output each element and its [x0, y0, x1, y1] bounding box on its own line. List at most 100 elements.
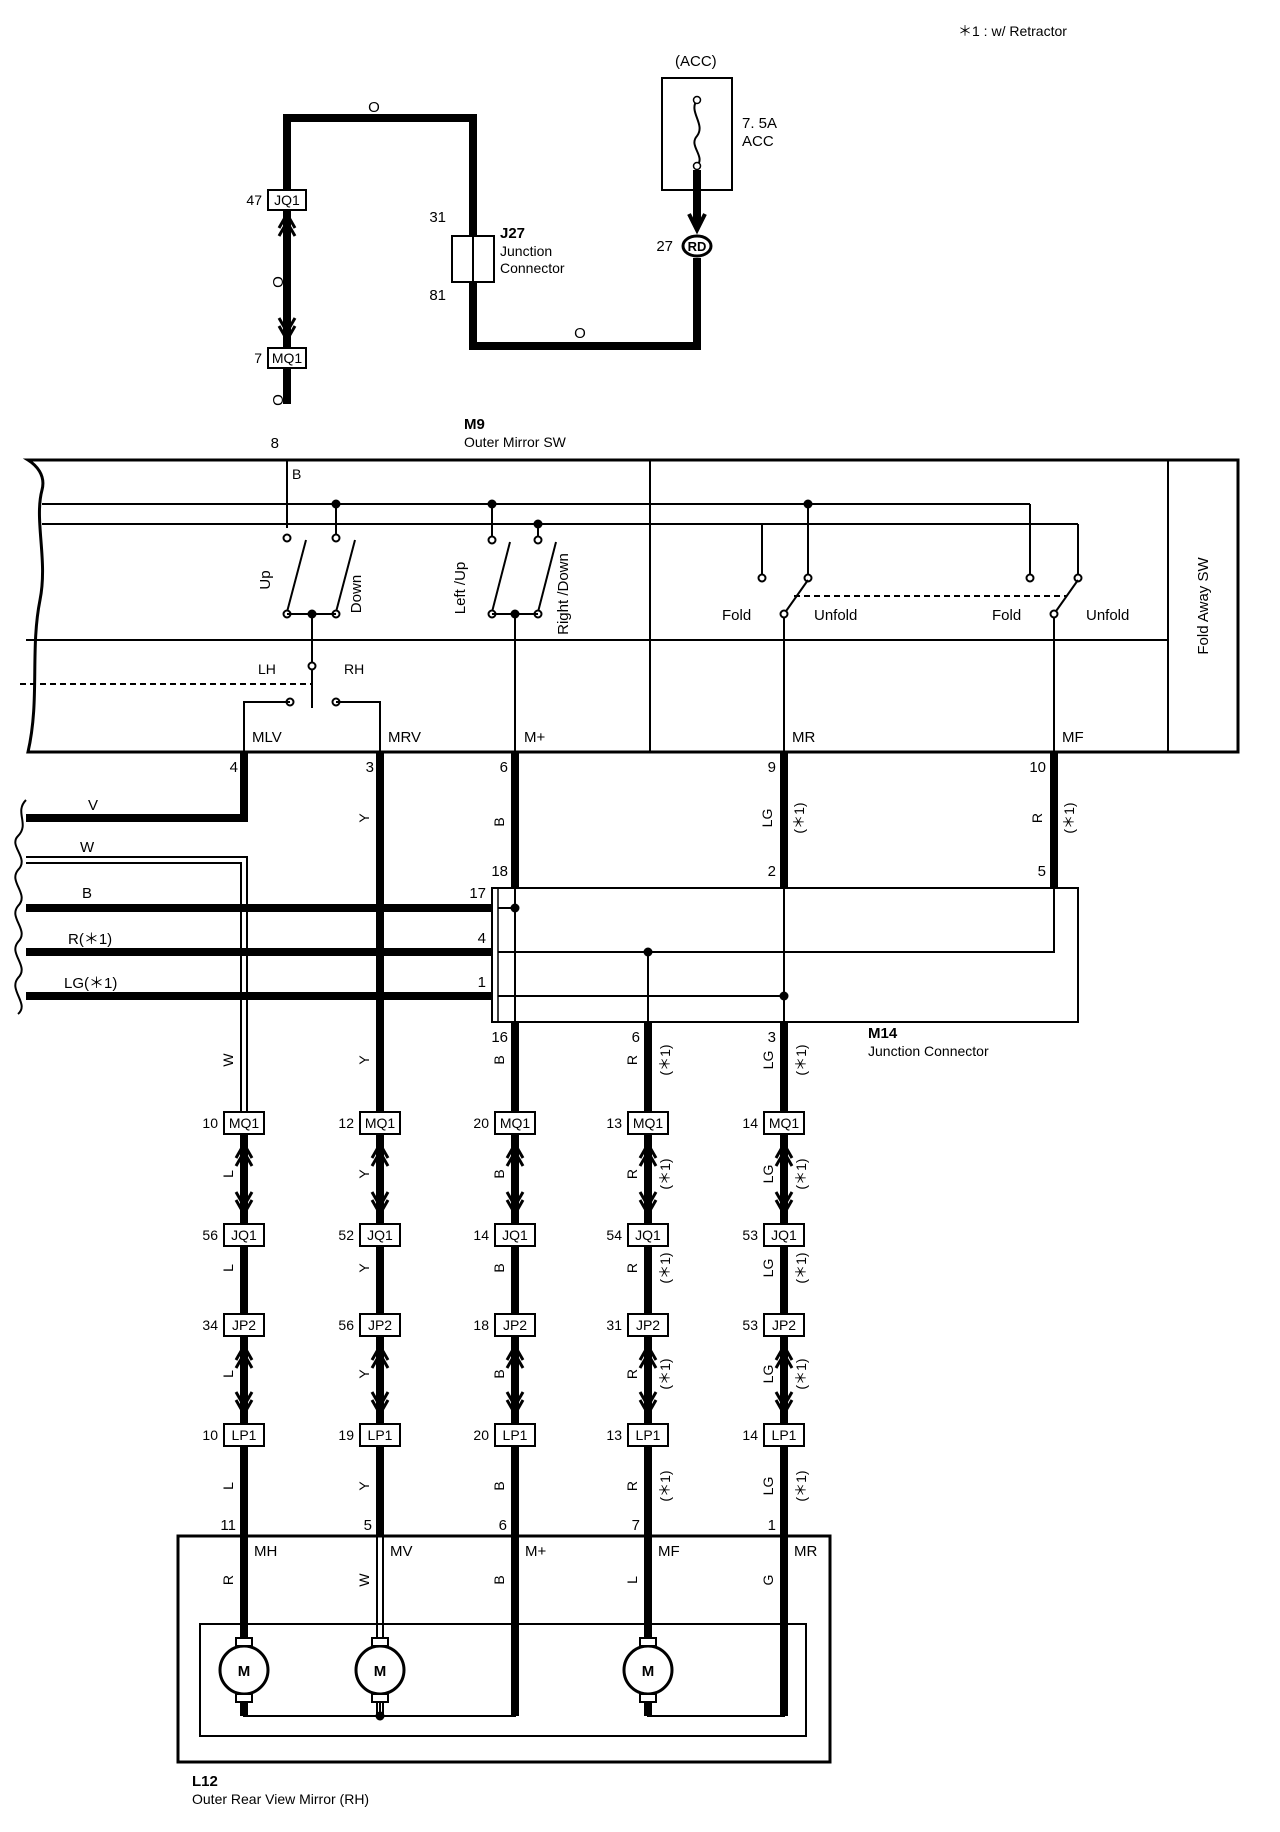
- svg-text:LG: LG: [759, 809, 775, 828]
- svg-text:(＊1): (＊1): [791, 802, 807, 833]
- svg-text:20: 20: [473, 1115, 489, 1131]
- connector-jq1-4: JQ1 53: [742, 1223, 805, 1247]
- l12-term-1: MV: [390, 1543, 413, 1560]
- connector-mq1-top: MQ1 7: [254, 347, 307, 369]
- svg-text:10: 10: [202, 1427, 218, 1443]
- svg-text:5: 5: [1038, 863, 1046, 880]
- svg-text:6: 6: [632, 1029, 640, 1046]
- mirror-motor-0: M: [218, 1637, 270, 1710]
- svg-text:R: R: [624, 1263, 640, 1273]
- svg-text:W: W: [220, 1053, 236, 1067]
- l12-name: Outer Rear View Mirror (RH): [192, 1791, 369, 1807]
- svg-text:JQ1: JQ1: [274, 192, 300, 208]
- svg-text:52: 52: [338, 1227, 354, 1243]
- rh-label: RH: [344, 661, 364, 677]
- svg-text:JQ1: JQ1: [635, 1227, 661, 1243]
- svg-text:L: L: [624, 1576, 640, 1584]
- svg-text:14: 14: [473, 1227, 489, 1243]
- harness-column-4: MQ114JQ153JP253LP114LG(＊1)LG(＊1)LG(＊1)LG…: [742, 1022, 817, 1716]
- motor-m-icon: M: [642, 1663, 655, 1680]
- l12-mirror-body: [176, 1534, 832, 1764]
- fuse-rating: 7. 5A: [742, 115, 777, 132]
- svg-text:JP2: JP2: [232, 1317, 256, 1333]
- svg-text:LP1: LP1: [636, 1427, 661, 1443]
- svg-text:JP2: JP2: [772, 1317, 796, 1333]
- m9-switch-body: [22, 458, 1240, 754]
- wire-v: [26, 752, 248, 822]
- svg-text:B: B: [491, 1055, 507, 1064]
- m9-term-mrv: MRV: [388, 729, 421, 746]
- fuse-name: ACC: [742, 133, 774, 150]
- svg-text:Connector: Connector: [500, 260, 565, 276]
- svg-text:(＊1): (＊1): [657, 1358, 673, 1389]
- svg-text:53: 53: [742, 1227, 758, 1243]
- svg-text:LG: LG: [760, 1051, 776, 1070]
- svg-text:(＊1): (＊1): [793, 1358, 809, 1389]
- svg-text:G: G: [760, 1575, 776, 1586]
- svg-text:6: 6: [500, 759, 508, 776]
- svg-text:MQ1: MQ1: [365, 1115, 396, 1131]
- harness-break-marker: [14, 799, 27, 1015]
- svg-text:B: B: [491, 1369, 507, 1378]
- svg-text:JQ1: JQ1: [771, 1227, 797, 1243]
- svg-text:4: 4: [478, 930, 486, 947]
- harness-columns: MQ110JQ156JP234LP110WLLLL11MHRMQ112JQ152…: [202, 1022, 817, 1716]
- svg-text:7: 7: [632, 1517, 640, 1534]
- svg-text:3: 3: [366, 759, 374, 776]
- svg-text:JQ1: JQ1: [367, 1227, 393, 1243]
- svg-text:Y: Y: [356, 1169, 372, 1179]
- svg-text:5: 5: [364, 1517, 372, 1534]
- svg-text:11: 11: [220, 1517, 236, 1534]
- svg-text:R(＊1): R(＊1): [68, 931, 112, 948]
- svg-text:W: W: [80, 839, 95, 856]
- svg-text:(＊1): (＊1): [793, 1158, 809, 1189]
- l12-inner-frame: [199, 1623, 807, 1737]
- harness-column-3: MQ113JQ154JP231LP113R(＊1)R(＊1)R(＊1)R(＊1)…: [606, 1022, 680, 1716]
- m9-term-mr: MR: [792, 729, 815, 746]
- svg-text:7: 7: [254, 350, 262, 366]
- m9-wire-b: B: [292, 466, 301, 482]
- svg-text:(＊1): (＊1): [793, 1252, 809, 1283]
- svg-text:6: 6: [499, 1517, 507, 1534]
- fuse-pin: 27: [656, 238, 673, 255]
- connector-jq1-top: JQ1 47: [246, 189, 307, 211]
- up-down-switch: [282, 533, 356, 664]
- wire-o-bottom: [469, 258, 701, 350]
- svg-text:Y: Y: [356, 813, 372, 823]
- svg-text:L: L: [220, 1170, 236, 1178]
- svg-text:10: 10: [202, 1115, 218, 1131]
- svg-text:B: B: [491, 1481, 507, 1490]
- svg-text:W: W: [356, 1573, 372, 1587]
- svg-text:56: 56: [202, 1227, 218, 1243]
- l12-term-4: MR: [794, 1543, 817, 1560]
- fold-switch-2: [1025, 573, 1083, 752]
- svg-text:Y: Y: [356, 1055, 372, 1065]
- m14-id: M14: [868, 1025, 898, 1042]
- svg-text:2: 2: [768, 863, 776, 880]
- svg-text:14: 14: [742, 1427, 758, 1443]
- svg-text:31: 31: [606, 1317, 622, 1333]
- svg-text:LP1: LP1: [368, 1427, 393, 1443]
- svg-text:O: O: [270, 276, 287, 288]
- svg-text:L: L: [220, 1264, 236, 1272]
- wire-o-top: [283, 114, 477, 404]
- svg-text:B: B: [491, 817, 507, 826]
- svg-text:L: L: [220, 1482, 236, 1490]
- unfold-label-1: Unfold: [814, 607, 857, 624]
- svg-text:B: B: [491, 1575, 507, 1584]
- m14-name: Junction Connector: [868, 1043, 989, 1059]
- svg-text:12: 12: [338, 1115, 354, 1131]
- l12-term-3: MF: [658, 1543, 680, 1560]
- svg-text:1: 1: [768, 1517, 776, 1534]
- m9-term-mf: MF: [1062, 729, 1084, 746]
